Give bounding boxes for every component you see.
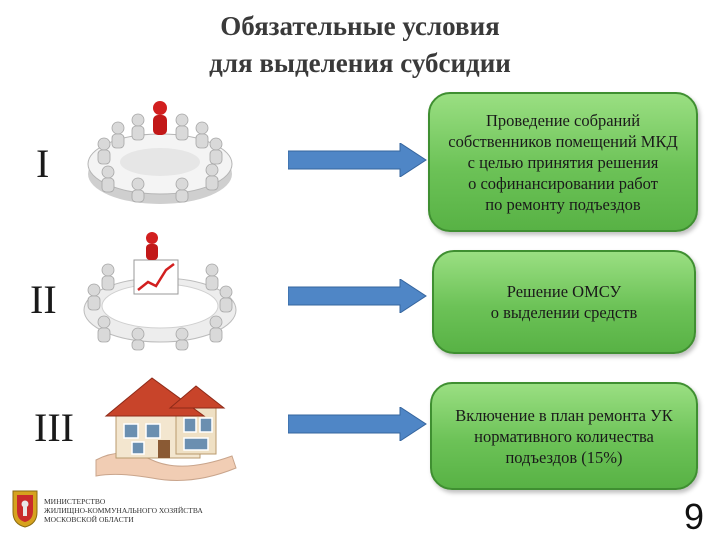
- condition-box-2: Решение ОМСУ о выделении средств: [432, 250, 696, 354]
- ministry-line: МИНИСТЕРСТВО: [44, 497, 203, 506]
- arrow-right-icon: [288, 143, 428, 182]
- box-3-line: Включение в план ремонта УК: [455, 405, 673, 426]
- box-2-line: о выделении средств: [491, 302, 638, 323]
- slide-title-line-2: для выделения субсидии: [0, 45, 720, 82]
- condition-box-3: Включение в план ремонта УК нормативного…: [430, 382, 698, 490]
- box-1-line: о софинансировании работ: [448, 173, 677, 194]
- box-2-line: Решение ОМСУ: [491, 281, 638, 302]
- box-1-line: по ремонту подъездов: [448, 194, 677, 215]
- roman-numeral-2: II: [30, 276, 57, 323]
- condition-box-1: Проведение собраний собственников помеще…: [428, 92, 698, 232]
- ministry-line: ЖИЛИЩНО-КОММУНАЛЬНОГО ХОЗЯЙСТВА: [44, 506, 203, 515]
- box-1-line: собственников помещений МКД: [448, 131, 677, 152]
- box-1-line: с целью принятия решения: [448, 152, 677, 173]
- arrow-right-icon: [288, 407, 428, 446]
- coat-of-arms-icon: [10, 488, 40, 533]
- meeting-table-icon: [78, 92, 236, 213]
- conference-growth-chart-icon: [78, 230, 238, 357]
- page-number: 9: [684, 496, 704, 538]
- ministry-logo: МИНИСТЕРСТВО ЖИЛИЩНО-КОММУНАЛЬНОГО ХОЗЯЙ…: [10, 488, 203, 532]
- house-in-hands-icon: [92, 364, 240, 489]
- box-1-line: Проведение собраний: [448, 110, 677, 131]
- slide-title: Обязательные условия для выделения субси…: [0, 8, 720, 82]
- ministry-line: МОСКОВСКОЙ ОБЛАСТИ: [44, 515, 203, 524]
- arrow-right-icon: [288, 279, 428, 318]
- roman-numeral-3: III: [34, 404, 74, 451]
- slide-title-line-1: Обязательные условия: [0, 8, 720, 45]
- box-3-line: подъездов (15%): [455, 447, 673, 468]
- roman-numeral-1: I: [36, 140, 49, 187]
- box-3-line: нормативного количества: [455, 426, 673, 447]
